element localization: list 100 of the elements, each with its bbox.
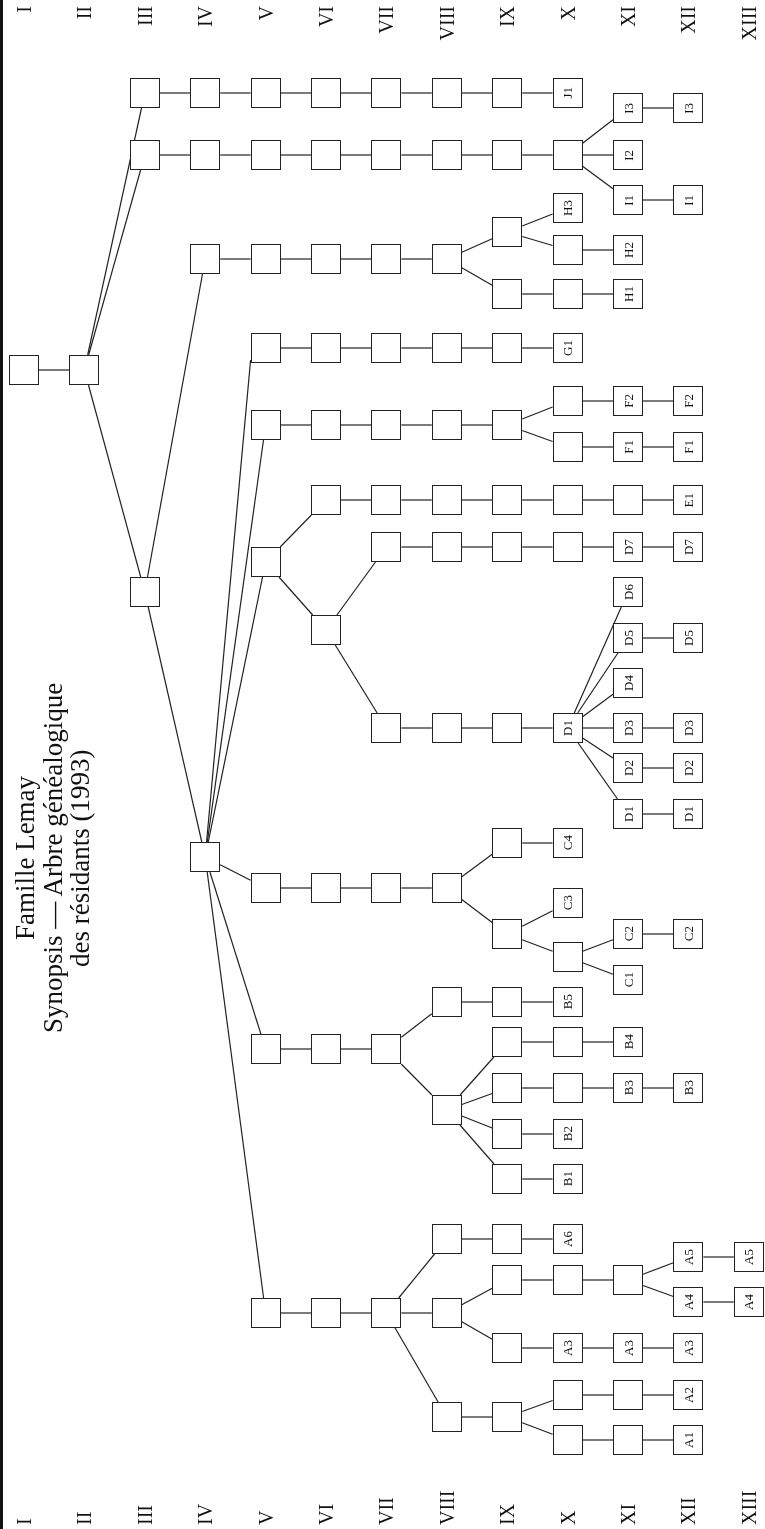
person-box bbox=[673, 386, 704, 416]
empty-person-box bbox=[552, 386, 583, 416]
person-code: J1 bbox=[561, 87, 575, 99]
lineage-line bbox=[461, 1416, 493, 1418]
lineage-line bbox=[702, 1301, 735, 1303]
empty-person-box bbox=[492, 485, 523, 515]
empty-person-box bbox=[431, 485, 462, 515]
person-code: D5 bbox=[621, 630, 635, 646]
person-code: B3 bbox=[621, 1080, 635, 1096]
person-box bbox=[613, 753, 643, 783]
lineage-line bbox=[582, 1394, 614, 1396]
lineage-line bbox=[461, 1115, 493, 1129]
person-code: D3 bbox=[681, 720, 695, 736]
diagram-subtitle: Synopsis — Arbre généalogique des résidants (1993) bbox=[40, 681, 94, 1036]
lineage-line bbox=[642, 400, 674, 402]
empty-person-box bbox=[190, 78, 221, 108]
lineage-line bbox=[521, 1238, 554, 1240]
lineage-line bbox=[521, 499, 554, 501]
empty-person-box bbox=[431, 1298, 462, 1328]
empty-person-box bbox=[552, 432, 583, 462]
empty-person-box bbox=[431, 713, 462, 743]
generation-numeral: VI bbox=[316, 6, 336, 28]
empty-person-box bbox=[311, 485, 341, 515]
empty-person-box bbox=[250, 244, 281, 274]
person-box bbox=[613, 386, 643, 416]
person-code: D2 bbox=[621, 760, 635, 776]
lineage-line bbox=[340, 499, 372, 501]
lineage-line bbox=[340, 258, 372, 260]
empty-person-box bbox=[431, 244, 462, 274]
empty-person-box bbox=[431, 1095, 462, 1125]
lineage-line bbox=[400, 887, 433, 889]
empty-person-box bbox=[250, 1034, 281, 1064]
lineage-line bbox=[280, 258, 312, 260]
person-code: F1 bbox=[681, 440, 695, 454]
lineage-line bbox=[642, 1394, 674, 1396]
empty-person-box bbox=[371, 1298, 402, 1328]
lineage-line bbox=[334, 644, 378, 714]
empty-person-box bbox=[492, 1333, 523, 1363]
lineage-line bbox=[582, 154, 614, 156]
lineage-line bbox=[521, 235, 554, 247]
empty-person-box bbox=[492, 1164, 523, 1194]
person-box bbox=[673, 1287, 704, 1317]
lineage-line bbox=[461, 727, 493, 729]
person-code: C1 bbox=[621, 972, 635, 988]
empty-person-box bbox=[492, 1073, 523, 1103]
person-code: B3 bbox=[681, 1080, 695, 1096]
generation-numeral: II bbox=[74, 1511, 95, 1525]
diagram-title: Famille Lemay bbox=[12, 775, 39, 941]
empty-person-box bbox=[552, 485, 583, 515]
generation-numeral: XIII bbox=[738, 6, 759, 41]
lineage-line bbox=[582, 400, 614, 402]
lineage-line bbox=[521, 406, 554, 420]
lineage-line bbox=[642, 637, 674, 639]
person-code: D5 bbox=[681, 630, 695, 646]
empty-person-box bbox=[552, 942, 583, 972]
lineage-line bbox=[461, 1238, 493, 1240]
person-box bbox=[673, 1073, 704, 1103]
empty-person-box bbox=[371, 532, 402, 562]
lineage-line bbox=[278, 576, 314, 616]
lineage-line bbox=[87, 384, 142, 578]
person-box bbox=[673, 432, 704, 462]
person-code: C4 bbox=[561, 835, 575, 851]
lineage-line bbox=[642, 446, 674, 448]
empty-person-box bbox=[371, 333, 402, 363]
lineage-line bbox=[642, 499, 674, 501]
empty-person-box bbox=[190, 244, 221, 274]
lineage-line bbox=[582, 1041, 614, 1043]
lineage-line bbox=[340, 1312, 372, 1314]
person-code: D1 bbox=[621, 806, 635, 822]
lineage-line bbox=[642, 546, 674, 548]
empty-person-box bbox=[69, 355, 100, 385]
person-code: B4 bbox=[621, 1034, 635, 1050]
empty-person-box bbox=[613, 1380, 643, 1410]
empty-person-box bbox=[311, 1034, 341, 1064]
person-box bbox=[733, 1242, 764, 1272]
person-code: D1 bbox=[681, 806, 695, 822]
person-code: D6 bbox=[621, 584, 635, 600]
person-code: A4 bbox=[742, 1294, 756, 1310]
lineage-line bbox=[206, 439, 265, 843]
lineage-line bbox=[147, 606, 203, 843]
lineage-line bbox=[582, 1347, 614, 1349]
lineage-line bbox=[642, 813, 674, 815]
lineage-line bbox=[642, 933, 674, 935]
generation-numeral: III bbox=[134, 6, 155, 26]
person-box bbox=[613, 799, 643, 829]
empty-person-box bbox=[492, 828, 523, 858]
lineage-line bbox=[340, 92, 372, 94]
lineage-line bbox=[340, 887, 372, 889]
person-code: I1 bbox=[681, 194, 695, 206]
lineage-line bbox=[582, 249, 614, 251]
lineage-line bbox=[642, 1439, 674, 1441]
empty-person-box bbox=[371, 873, 402, 903]
lineage-line bbox=[521, 546, 554, 548]
person-code: B2 bbox=[561, 1126, 575, 1142]
person-box bbox=[613, 965, 643, 995]
generation-numeral: VIII bbox=[436, 1490, 457, 1525]
person-box bbox=[673, 185, 704, 215]
lineage-line bbox=[87, 107, 143, 356]
person-box bbox=[613, 1333, 643, 1363]
empty-person-box bbox=[311, 140, 341, 170]
